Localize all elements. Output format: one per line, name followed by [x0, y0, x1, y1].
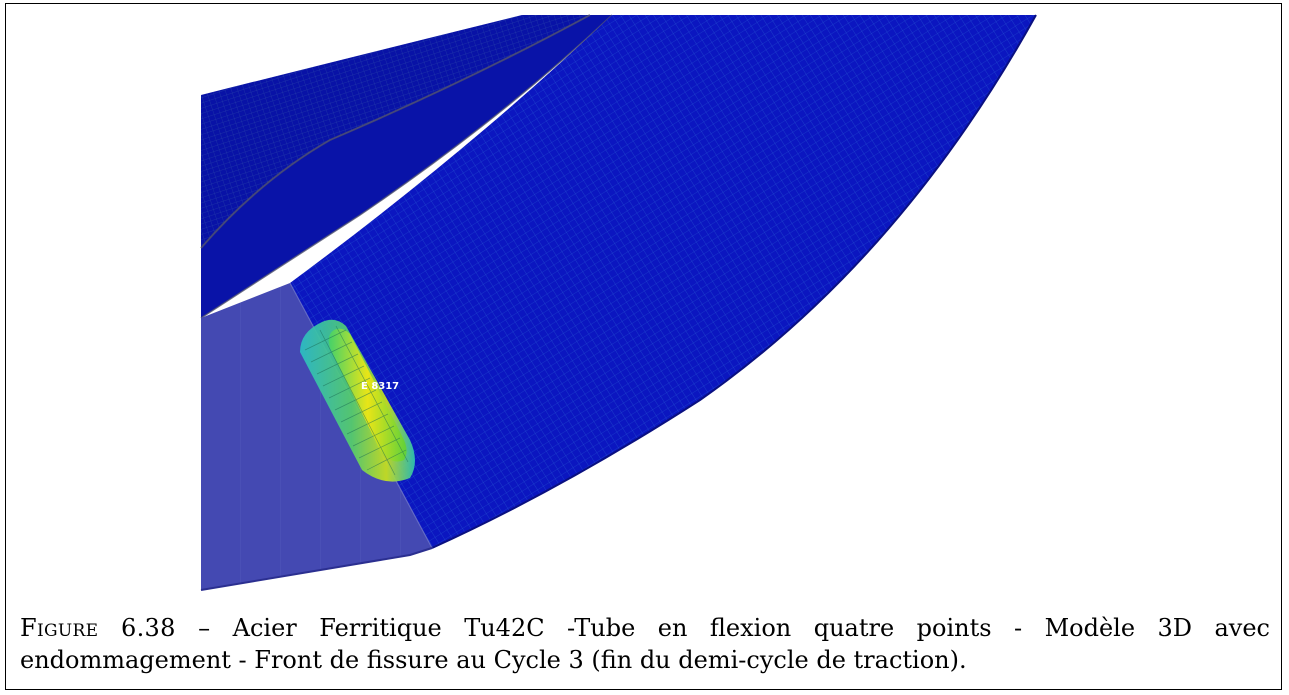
- tube-main-surface: [290, 15, 1036, 548]
- caption-text: Acier Ferritique Tu42C -Tube en flexion …: [20, 614, 1270, 674]
- section-plane: [201, 283, 432, 590]
- figure-label: Figure 6.38: [20, 614, 176, 642]
- figure-caption: Figure 6.38 – Acier Ferritique Tu42C -Tu…: [20, 612, 1270, 676]
- crack-front: [300, 319, 415, 482]
- caption-separator: –: [175, 614, 233, 642]
- element-id-label: E 8317: [361, 381, 399, 392]
- tube-upper-segment: [201, 15, 590, 248]
- tube-upper-band: [201, 15, 612, 318]
- fe-mesh-render: E 8317: [200, 14, 1037, 591]
